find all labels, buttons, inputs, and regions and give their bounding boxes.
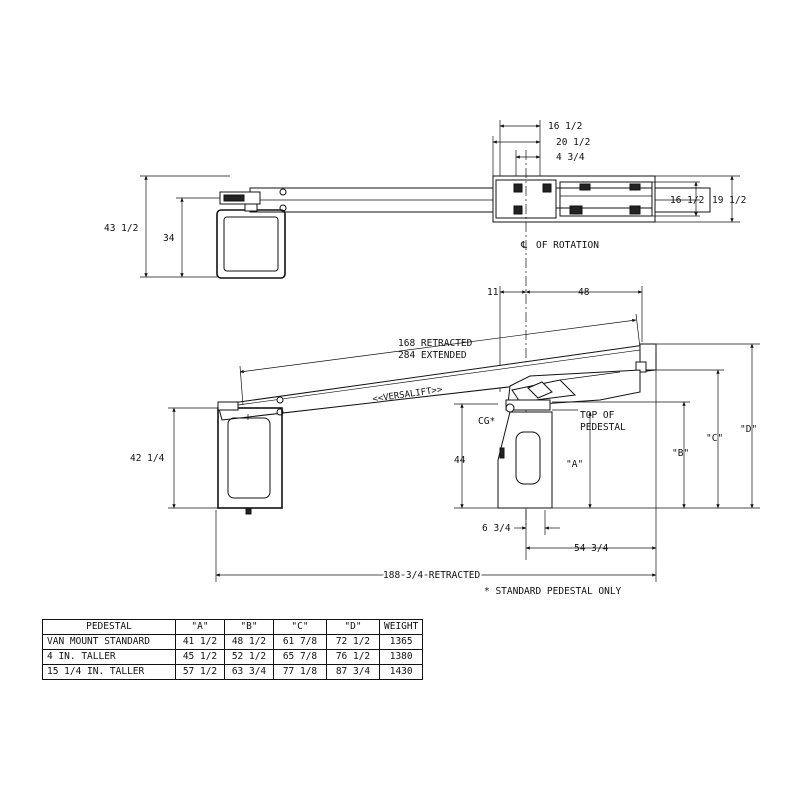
col-header-b: "B" xyxy=(224,619,274,635)
table-row: 15 1/4 IN. TALLER 57 1/2 63 3/4 77 1/8 8… xyxy=(42,664,424,680)
cell-pedestal: 15 1/4 IN. TALLER xyxy=(42,664,176,680)
top-of-pedestal-line2: PEDESTAL xyxy=(580,422,626,433)
dim-6-3-4: 6 3/4 xyxy=(482,523,511,534)
cell-d: 72 1/2 xyxy=(326,634,380,650)
cell-weight: 1380 xyxy=(378,649,424,665)
dim-16-1-2-top: 16 1/2 xyxy=(548,121,582,132)
col-header-weight: WEIGHT xyxy=(378,619,424,635)
cell-c: 61 7/8 xyxy=(273,634,327,650)
dim-19-1-2: 19 1/2 xyxy=(712,195,746,206)
col-header-a: "A" xyxy=(175,619,225,635)
cell-a: 45 1/2 xyxy=(175,649,225,665)
boom-retracted: 168 RETRACTED xyxy=(398,338,473,349)
label-b: "B" xyxy=(672,448,689,459)
table-header-row: PEDESTAL "A" "B" "C" "D" WEIGHT xyxy=(42,619,424,635)
col-header-pedestal: PEDESTAL xyxy=(42,619,176,635)
dim-16-1-2-right: 16 1/2 xyxy=(670,195,704,206)
table-row: VAN MOUNT STANDARD 41 1/2 48 1/2 61 7/8 … xyxy=(42,634,424,650)
dim-42-1-4: 42 1/4 xyxy=(130,453,165,464)
cell-d: 76 1/2 xyxy=(326,649,380,665)
dim-48: 48 xyxy=(578,287,590,298)
overall-retracted: 188 3/4 RETRACTED xyxy=(383,570,481,581)
dim-20-1-2: 20 1/2 xyxy=(556,137,590,148)
cell-c: 77 1/8 xyxy=(273,664,327,680)
col-header-c: "C" xyxy=(273,619,327,635)
col-header-d: "D" xyxy=(326,619,380,635)
cell-weight: 1430 xyxy=(378,664,424,680)
cell-pedestal: VAN MOUNT STANDARD xyxy=(42,634,176,650)
cell-d: 87 3/4 xyxy=(326,664,380,680)
cell-a: 41 1/2 xyxy=(175,634,225,650)
cell-c: 65 7/8 xyxy=(273,649,327,665)
cell-a: 57 1/2 xyxy=(175,664,225,680)
centerline-label: OF ROTATION xyxy=(536,240,599,251)
dim-43-1-2: 43 1/2 xyxy=(104,223,138,234)
turret-top-view xyxy=(492,175,656,223)
footnote: * STANDARD PEDESTAL ONLY xyxy=(484,586,622,597)
pedestal-spec-table: PEDESTAL "A" "B" "C" "D" WEIGHT VAN MOUN… xyxy=(42,619,424,680)
dim-4-3-4: 4 3/4 xyxy=(556,152,585,163)
table-row: 4 IN. TALLER 45 1/2 52 1/2 65 7/8 76 1/2… xyxy=(42,649,424,665)
cell-pedestal: 4 IN. TALLER xyxy=(42,649,176,665)
pedestal xyxy=(497,411,553,509)
dim-44: 44 xyxy=(454,455,466,466)
top-view: 16 1/2 20 1/2 4 3/4 16 1/2 19 1/2 43 1/2… xyxy=(104,120,746,279)
boom-extended: 284 EXTENDED xyxy=(398,350,467,361)
cell-b: 63 3/4 xyxy=(224,664,274,680)
label-d: "D" xyxy=(740,424,757,435)
cell-b: 48 1/2 xyxy=(224,634,274,650)
side-view: 11 48 168 RETRACTED 284 EXTENDED <<VERSA… xyxy=(130,286,760,597)
dim-11: 11 xyxy=(487,287,499,298)
cell-b: 52 1/2 xyxy=(224,649,274,665)
top-of-pedestal-line1: TOP OF xyxy=(580,410,615,421)
platform-top-view xyxy=(216,209,286,279)
cell-weight: 1365 xyxy=(378,634,424,650)
cg-label: CG* xyxy=(478,416,495,427)
dim-34: 34 xyxy=(163,233,175,244)
label-c: "C" xyxy=(706,433,723,444)
dim-54-3-4: 54 3/4 xyxy=(574,543,609,554)
label-a: "A" xyxy=(566,459,583,470)
centerline-symbol: ℄ xyxy=(520,240,528,251)
turret-side-view xyxy=(505,369,641,413)
